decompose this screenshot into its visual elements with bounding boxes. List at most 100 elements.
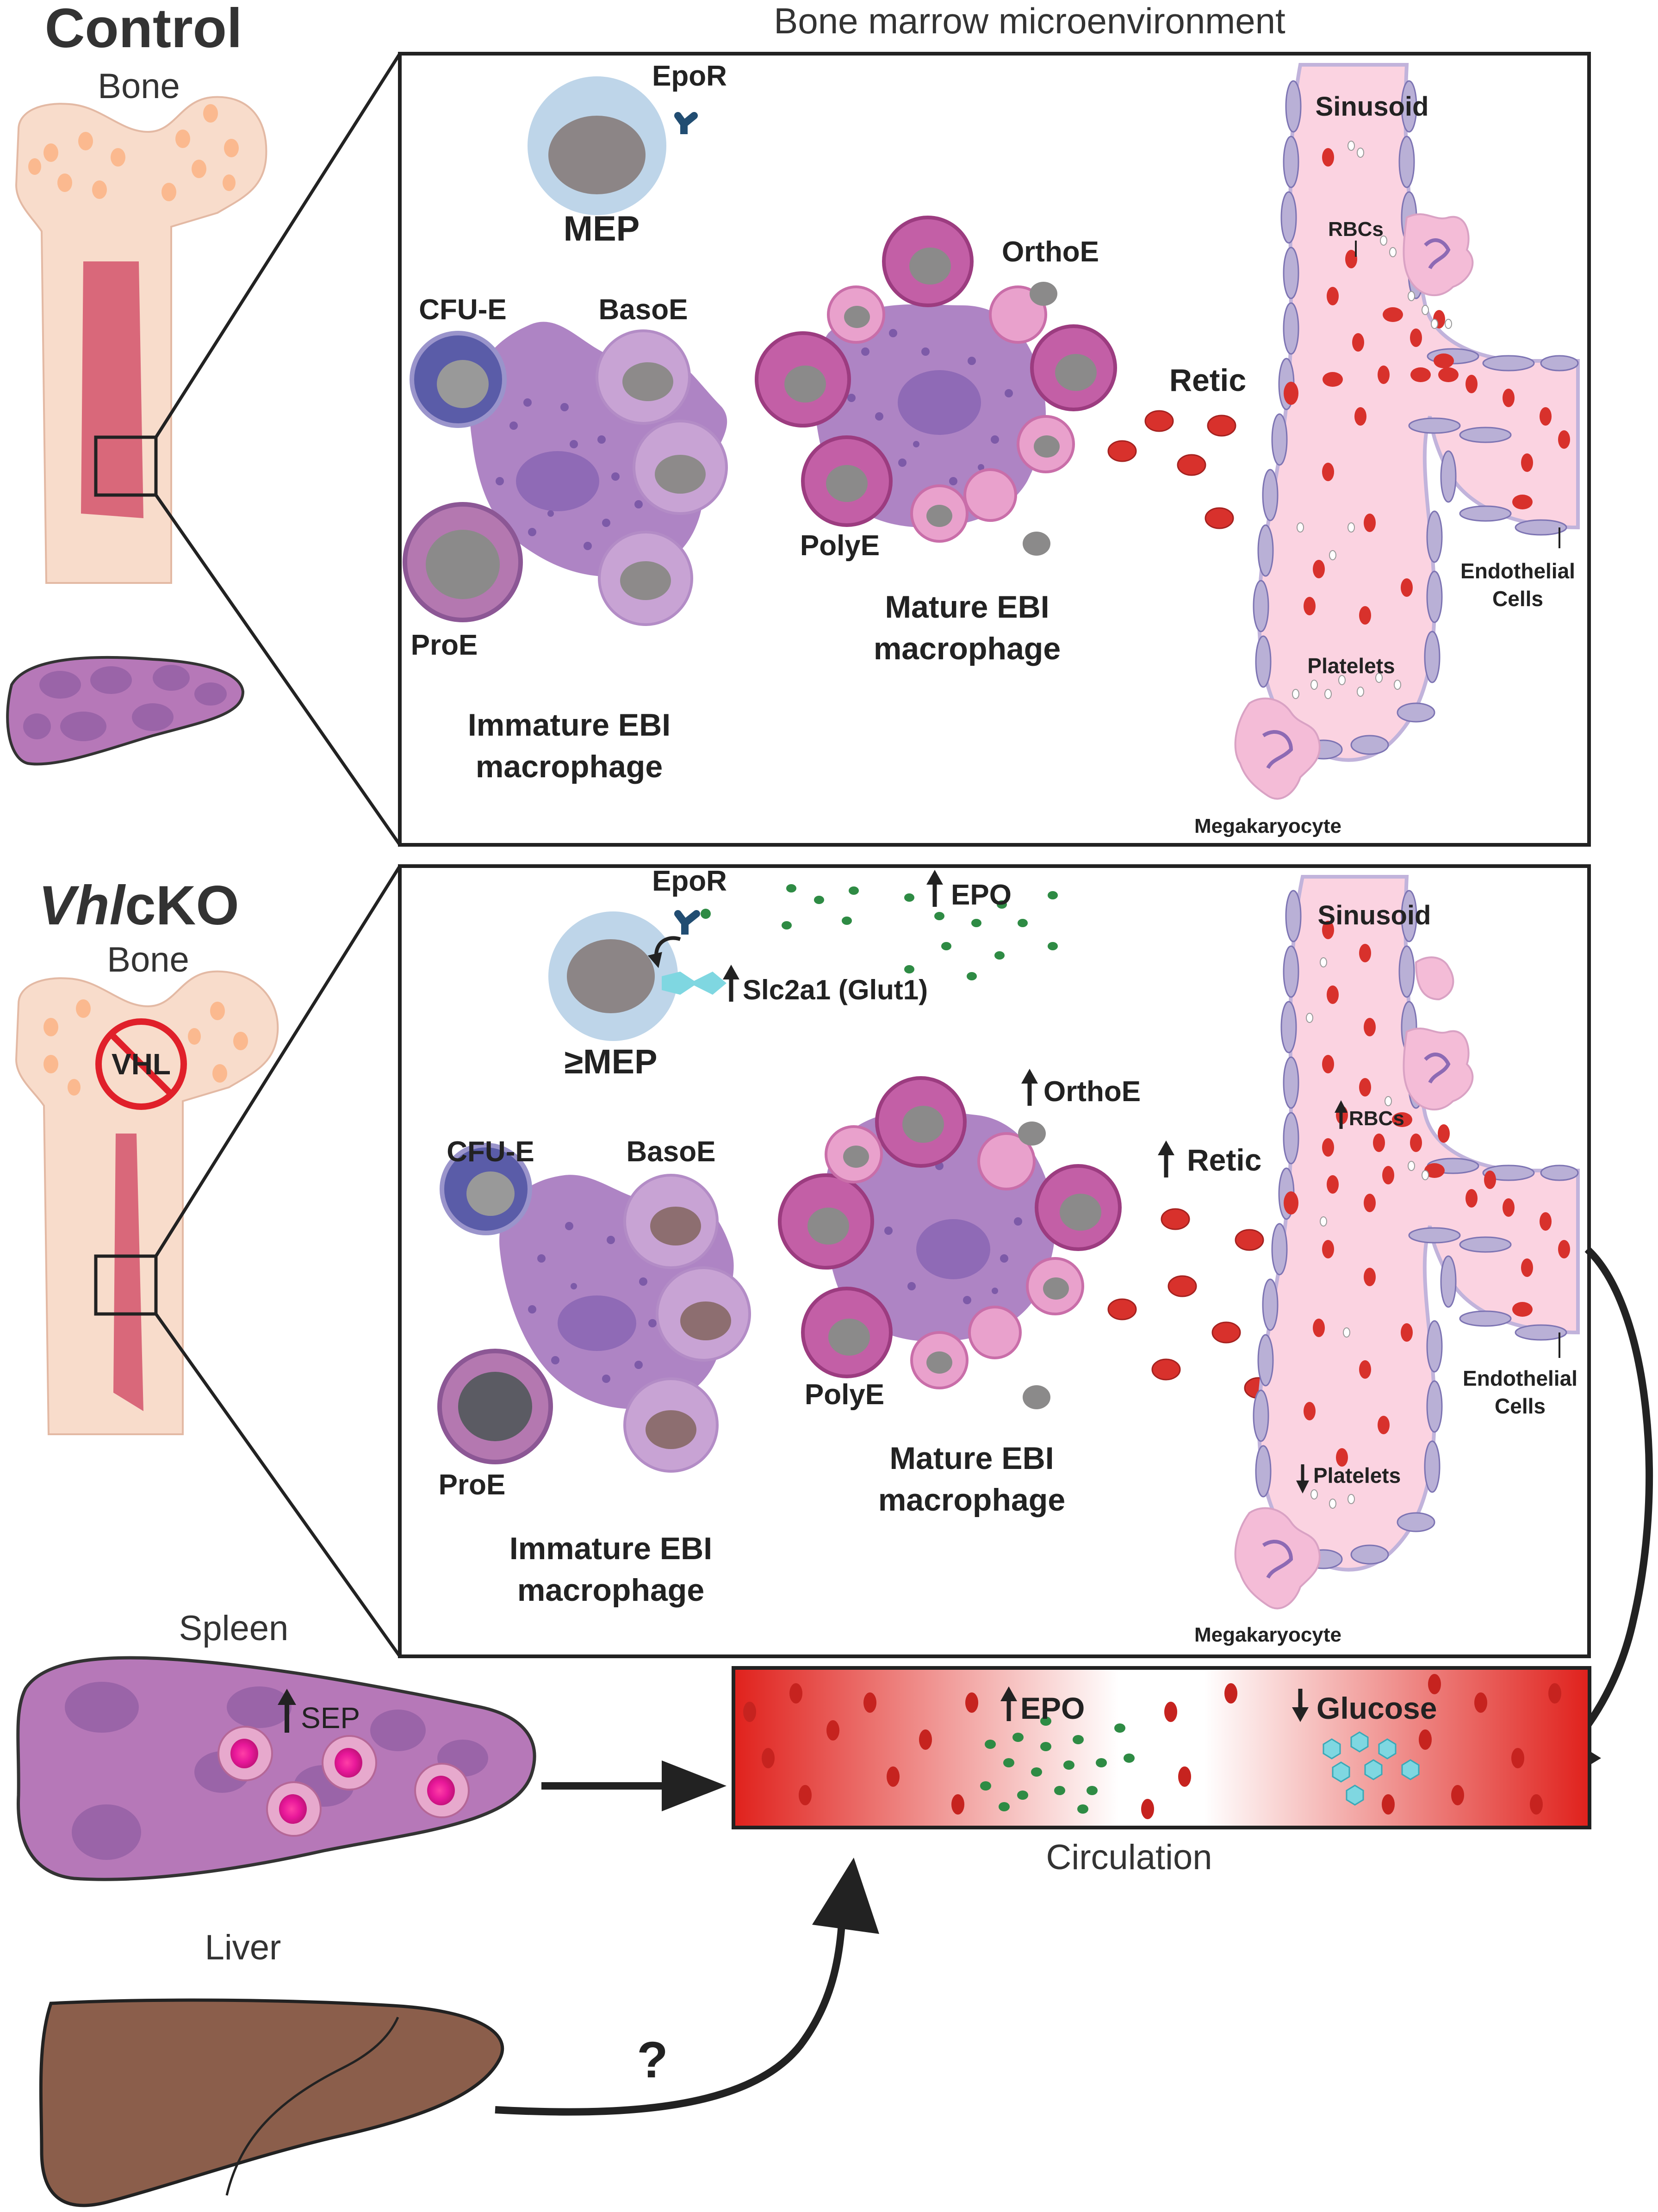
vhl-glut1-label: Slc2a1 (Glut1) bbox=[743, 974, 928, 1005]
vhl-mep-cell bbox=[548, 911, 678, 1041]
vhl-epor-receptor-icon bbox=[674, 909, 711, 935]
control-mep-cell bbox=[528, 76, 666, 215]
vhl-sinusoid-vessel bbox=[1234, 875, 1580, 1610]
vhl-retic-cells bbox=[1107, 1208, 1273, 1399]
vhl-mep-label: ≥MEP bbox=[565, 1042, 658, 1081]
circulation-epo-dots bbox=[980, 1716, 1135, 1814]
circulation-epo-up-arrow-icon bbox=[1000, 1686, 1017, 1721]
control-zoom-line-top bbox=[155, 53, 401, 438]
control-polye-label: PolyE bbox=[800, 530, 880, 562]
spleen-label: Spleen bbox=[179, 1609, 289, 1648]
control-sinusoid-vessel bbox=[1234, 63, 1580, 800]
vhl-polye-label: PolyE bbox=[805, 1379, 884, 1411]
control-platelets-label: Platelets bbox=[1307, 654, 1395, 678]
control-orthoe-label: OrthoE bbox=[1002, 236, 1099, 268]
control-spleen-spots bbox=[23, 665, 227, 741]
control-title: Control bbox=[45, 0, 242, 59]
vhl-retic-up-arrow-icon bbox=[1158, 1140, 1174, 1177]
control-basoe-label: BasoE bbox=[599, 294, 688, 326]
control-retic-cells bbox=[1107, 410, 1236, 529]
control-proe-label: ProE bbox=[411, 629, 478, 661]
control-cfue-label: CFU-E bbox=[419, 294, 506, 326]
vhl-orthoe-label: OrthoE bbox=[1043, 1076, 1141, 1108]
vhl-zoom-line-top bbox=[155, 865, 401, 1257]
control-mep-label: MEP bbox=[564, 209, 640, 248]
circulation-glucose-label: Glucose bbox=[1316, 1691, 1437, 1725]
vhl-platelets-label: Platelets bbox=[1313, 1463, 1401, 1487]
vhl-basoe-label: BasoE bbox=[627, 1136, 716, 1168]
control-endothelial-label-2: Cells bbox=[1492, 587, 1543, 611]
control-immature-label-2: macrophage bbox=[476, 749, 663, 784]
vhl-immature-label-2: macrophage bbox=[517, 1573, 704, 1608]
vhl-epor-label: EpoR bbox=[652, 865, 727, 897]
liver-to-circulation-arrow bbox=[495, 1915, 846, 2116]
vhl-proe-label: ProE bbox=[439, 1469, 506, 1501]
sep-up-arrow-icon bbox=[278, 1689, 296, 1733]
vhl-curved-arrow-icon bbox=[647, 936, 681, 968]
sinusoid-to-circulation-arrow bbox=[1561, 1246, 1653, 1756]
control-bone-spots bbox=[28, 104, 239, 201]
control-mature-label-1: Mature EBI bbox=[885, 589, 1049, 625]
vhl-title: VhlcKO bbox=[38, 874, 239, 936]
vhl-endothelial-label-2: Cells bbox=[1495, 1394, 1546, 1418]
vhl-retic-label: Retic bbox=[1187, 1143, 1261, 1177]
control-rbcs-label: RBCs bbox=[1328, 218, 1384, 241]
vhl-endothelial-label-1: Endothelial bbox=[1463, 1366, 1577, 1390]
glut1-transporter-icon bbox=[662, 972, 727, 995]
control-femur bbox=[15, 96, 267, 584]
vhl-zoom-box bbox=[94, 1254, 158, 1316]
vhl-femur bbox=[15, 970, 279, 1435]
circulation-epo-label: EPO bbox=[1020, 1691, 1085, 1725]
vhl-mature-label-2: macrophage bbox=[878, 1482, 1065, 1518]
control-bone-label: Bone bbox=[98, 67, 180, 106]
vhl-immature-label-1: Immature EBI bbox=[509, 1531, 712, 1566]
control-zoom-line-bottom bbox=[155, 494, 401, 846]
vhl-mature-label-1: Mature EBI bbox=[889, 1441, 1054, 1476]
control-epor-label: EpoR bbox=[652, 60, 727, 92]
control-panel: EpoR MEP CFU-E BasoE ProE Imma bbox=[398, 52, 1591, 847]
control-retic-label: Retic bbox=[1169, 363, 1246, 398]
circulation-rbcs bbox=[743, 1674, 1561, 1819]
spleen-section: Spleen SEP bbox=[16, 1609, 727, 1881]
liver-section: Liver ? bbox=[39, 1858, 879, 2207]
circulation-glucose-down-arrow-icon bbox=[1292, 1689, 1309, 1722]
vhl-rbcs-up-arrow-icon bbox=[1335, 1100, 1348, 1129]
vhl-epo-up-arrow-icon bbox=[926, 870, 943, 907]
liver-question: ? bbox=[637, 2032, 668, 2088]
vhl-mature-ebi-macrophage bbox=[778, 1076, 1122, 1409]
control-immature-label-1: Immature EBI bbox=[468, 707, 671, 743]
vhl-immature-ebi-macrophage bbox=[437, 1143, 751, 1473]
control-sinusoid-label: Sinusoid bbox=[1316, 92, 1429, 122]
liver-arrowhead bbox=[812, 1858, 879, 1934]
vhl-rbcs-label: RBCs bbox=[1349, 1107, 1404, 1130]
vhl-megakaryocyte-label: Megakaryocyte bbox=[1194, 1623, 1341, 1646]
sep-cells bbox=[217, 1726, 470, 1837]
vhl-panel: EpoR EPO Slc2a1 (Glut1) ≥MEP bbox=[398, 864, 1653, 1797]
liver-organ bbox=[39, 1998, 504, 2207]
vhl-glut1-up-arrow-icon bbox=[723, 965, 739, 1002]
control-marrow bbox=[81, 261, 143, 518]
vhl-sinusoid-label: Sinusoid bbox=[1318, 900, 1431, 930]
vhl-bone-spots bbox=[43, 999, 248, 1096]
control-endothelial-label-1: Endothelial bbox=[1460, 559, 1575, 583]
circulation-label: Circulation bbox=[1046, 1838, 1212, 1877]
control-epor-receptor-icon bbox=[674, 112, 698, 134]
liver-label: Liver bbox=[205, 1928, 281, 1967]
vhl-cfue-label: CFU-E bbox=[447, 1136, 534, 1168]
liver-lobe-line bbox=[225, 2016, 399, 2196]
vhl-epo-dots bbox=[782, 884, 1058, 980]
control-mature-label-2: macrophage bbox=[874, 631, 1061, 666]
vhl-epo-label: EPO bbox=[951, 879, 1012, 911]
header-title: Bone marrow microenvironment bbox=[774, 0, 1285, 41]
sep-label: SEP bbox=[301, 1701, 360, 1735]
spleen-arrowhead bbox=[662, 1760, 727, 1811]
vhl-bone-label: Bone bbox=[107, 940, 189, 979]
vhl-zoom-line-bottom bbox=[155, 1313, 401, 1658]
control-zoom-box bbox=[94, 435, 158, 497]
control-megakaryocyte-label: Megakaryocyte bbox=[1194, 815, 1341, 837]
vhl-orthoe-up-arrow-icon bbox=[1021, 1069, 1038, 1106]
circulation-vessel: EPO Glucose bbox=[732, 1666, 1591, 1829]
control-mature-ebi-macrophage bbox=[755, 216, 1117, 556]
control-immature-ebi-macrophage bbox=[403, 322, 728, 626]
vhl-marrow bbox=[113, 1134, 143, 1411]
